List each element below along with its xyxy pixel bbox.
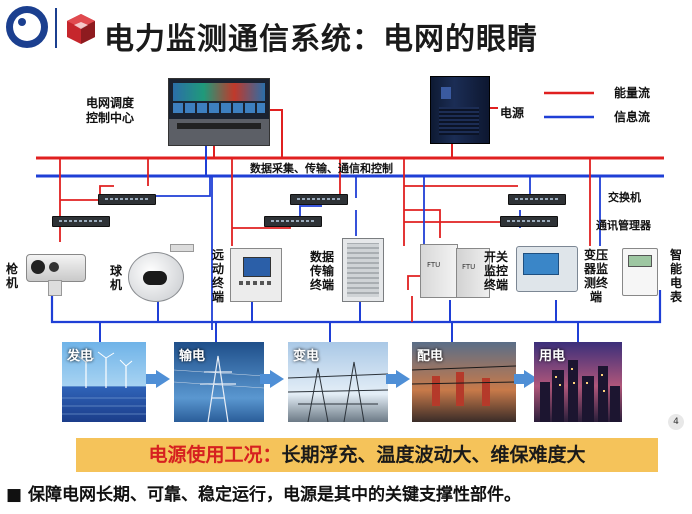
switch-label: 交换机 xyxy=(608,191,641,204)
gun-camera-label: 枪 机 xyxy=(6,262,19,290)
data-terminal-cabinet-image xyxy=(342,238,384,302)
remote-terminal-image xyxy=(230,248,282,302)
flow-arrow-2-icon xyxy=(260,370,284,388)
stage-panel-distribution: 配电 xyxy=(412,342,516,422)
usage-banner: 电源使用工况：长期浮充、温度波动大、维保难度大 xyxy=(76,438,658,472)
dome-camera-label: 球 机 xyxy=(110,264,123,292)
transformer-terminal-image xyxy=(516,246,578,292)
stage-label-substation: 变电 xyxy=(293,349,320,364)
dome-camera-mount xyxy=(170,244,194,252)
comm-manager-right xyxy=(500,216,558,227)
stage-label-distribution: 配电 xyxy=(417,349,444,364)
transformer-terminal-label: 变压 器监 测终 端 xyxy=(584,248,609,304)
page-title: 电力监测通信系统：电网的眼睛 xyxy=(104,22,538,57)
usage-banner-text: 电源使用工况：长期浮充、温度波动大、维保难度大 xyxy=(76,438,658,472)
footer-text: 保障电网长期、可靠、稳定运行，电源是其中的关键支撑性部件。 xyxy=(27,485,521,505)
control-center-label: 电网调度 控制中心 xyxy=(86,96,135,125)
cube-logo-icon xyxy=(67,14,95,44)
gun-camera-image xyxy=(26,254,86,282)
gun-camera-stand xyxy=(48,280,62,296)
page-number-badge: 4 xyxy=(668,414,684,430)
smart-meter-image xyxy=(622,248,658,296)
footer-statement: ■ 保障电网长期、可靠、稳定运行，电源是其中的关键支撑性部件。 xyxy=(6,480,521,505)
stage-label-generation: 发电 xyxy=(67,349,94,364)
switch-device-left xyxy=(98,194,156,205)
ftu-box-2-text: FTU xyxy=(462,263,476,271)
dome-camera-image xyxy=(128,252,184,302)
flow-arrow-3-icon xyxy=(386,370,410,388)
ftu-box-1-text: FTU xyxy=(427,261,441,269)
bus-label: 数据采集、传输、通信和控制 xyxy=(250,162,393,175)
ftu-box-1-image: FTU xyxy=(420,244,458,298)
legend-energy-label: 能量流 xyxy=(614,86,651,100)
usage-banner-body: 长期浮充、温度波动大、维保难度大 xyxy=(281,444,586,466)
remote-terminal-label: 远 动 终 端 xyxy=(212,248,225,304)
control-center-image xyxy=(168,78,270,146)
ftu-box-2-image: FTU xyxy=(456,248,490,298)
smart-meter-label: 智 能 电 表 xyxy=(670,248,683,304)
comm-manager-center xyxy=(264,216,322,227)
switch-device-right xyxy=(508,194,566,205)
university-logo-icon xyxy=(6,6,48,48)
stage-label-transmission: 输电 xyxy=(179,349,206,364)
stage-panel-substation: 变电 xyxy=(288,342,388,422)
usage-banner-prefix: 电源使用工况： xyxy=(148,444,282,466)
stage-label-consumption: 用电 xyxy=(539,349,566,364)
ups-power-image xyxy=(430,76,490,144)
stage-panel-generation: 发电 xyxy=(62,342,146,422)
switch-terminal-label: 开关 监控 终端 xyxy=(484,250,509,292)
switch-device-center xyxy=(290,194,348,205)
stage-panel-consumption: 用电 xyxy=(534,342,622,422)
power-source-label: 电源 xyxy=(500,106,525,120)
flow-arrow-1-icon xyxy=(146,370,170,388)
header-divider xyxy=(55,8,57,48)
comm-manager-left xyxy=(52,216,110,227)
comm-manager-label: 通讯管理器 xyxy=(596,219,651,232)
data-terminal-label: 数据 传输 终端 xyxy=(310,250,335,292)
footer-bullet-icon: ■ xyxy=(6,485,23,505)
legend-info-label: 信息流 xyxy=(614,110,651,124)
stage-panel-transmission: 输电 xyxy=(174,342,264,422)
